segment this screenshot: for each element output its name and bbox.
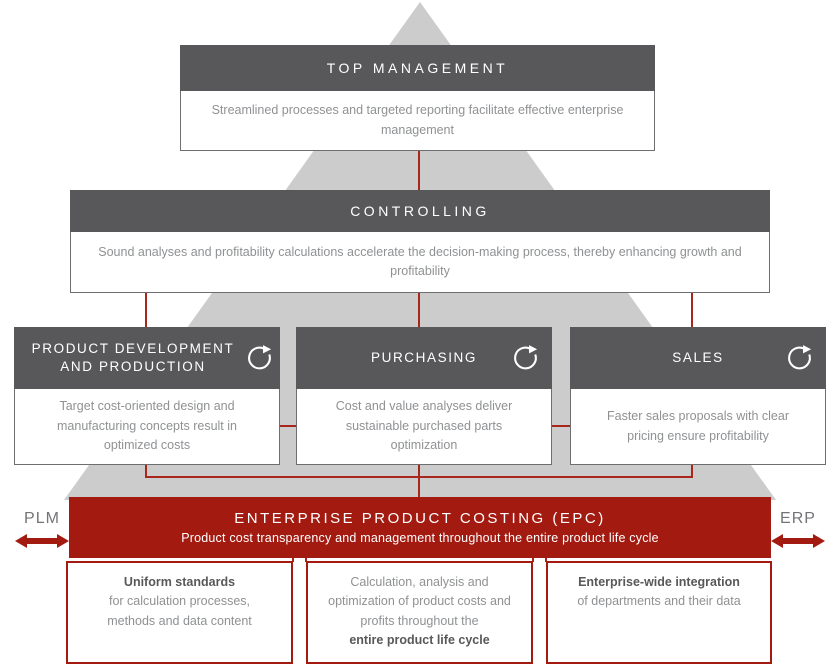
top-management-body: Streamlined processes and targeted repor…	[180, 91, 655, 151]
plm-group: PLM	[15, 510, 69, 554]
controlling-body: Sound analyses and profitability calcula…	[70, 232, 770, 293]
purchasing-body: Cost and value analyses deliver sustaina…	[296, 389, 552, 465]
product-development-section: PRODUCT DEVELOPMENT AND PRODUCTION Targe…	[14, 327, 280, 465]
sales-header: SALES	[570, 327, 826, 389]
benefit-text-pre: Calculation, analysis and optimization o…	[328, 575, 511, 628]
plm-label: PLM	[24, 510, 60, 527]
controlling-section: CONTROLLING Sound analyses and profitabi…	[70, 190, 770, 293]
connector-line	[279, 425, 298, 427]
erp-label: ERP	[780, 510, 816, 527]
benefit-enterprise-integration: Enterprise-wide integration of department…	[546, 561, 772, 664]
connector-line	[418, 151, 420, 191]
connector-line	[418, 476, 420, 498]
connector-line	[145, 293, 147, 328]
connector-line	[418, 293, 420, 328]
benefit-text-post: for calculation processes, methods and d…	[107, 594, 252, 628]
benefit-text-bold: Uniform standards	[123, 575, 236, 589]
cycle-arrow-icon	[514, 345, 538, 370]
purchasing-description: Cost and value analyses deliver sustaina…	[335, 399, 513, 453]
benefit-text-bold: entire product life cycle	[349, 633, 490, 648]
benefit-text-bold: Enterprise-wide integration	[578, 575, 740, 589]
connector-line	[145, 464, 147, 478]
sales-body: Faster sales proposals with clear pricin…	[570, 389, 826, 465]
benefit-text-post: of departments and their data	[577, 594, 741, 609]
top-management-header: TOP MANAGEMENT	[180, 45, 655, 91]
connector-line	[552, 425, 571, 427]
purchasing-title: PURCHASING	[370, 350, 477, 366]
cycle-arrow-icon	[788, 345, 812, 370]
top-management-title: TOP MANAGEMENT	[326, 60, 509, 76]
product-development-title: PRODUCT DEVELOPMENT AND PRODUCTION	[31, 341, 235, 374]
controlling-description: Sound analyses and profitability calcula…	[98, 244, 742, 278]
epc-banner-title: ENTERPRISE PRODUCT COSTING (EPC)	[234, 510, 606, 527]
top-management-description: Streamlined processes and targeted repor…	[211, 103, 624, 137]
controlling-header: CONTROLLING	[70, 190, 770, 232]
product-development-description: Target cost-oriented design and manufact…	[57, 399, 237, 453]
purchasing-section: PURCHASING Cost and value analyses deliv…	[296, 327, 552, 465]
connector-line	[691, 464, 693, 478]
sales-description: Faster sales proposals with clear pricin…	[606, 409, 790, 443]
epc-banner: ENTERPRISE PRODUCT COSTING (EPC) Product…	[69, 497, 771, 558]
connector-line	[305, 557, 307, 562]
connector-line	[691, 293, 693, 328]
double-arrow-icon	[771, 534, 825, 548]
benefit-uniform-standards: Uniform standards for calculation process…	[66, 561, 293, 664]
double-arrow-icon	[15, 534, 69, 548]
product-development-body: Target cost-oriented design and manufact…	[14, 389, 280, 465]
connector-line	[545, 557, 547, 562]
purchasing-header: PURCHASING	[296, 327, 552, 389]
top-management-section: TOP MANAGEMENT Streamlined processes and…	[180, 45, 655, 151]
cycle-arrow-icon	[248, 345, 272, 370]
epc-banner-subtitle: Product cost transparency and management…	[181, 531, 659, 545]
controlling-title: CONTROLLING	[350, 203, 490, 219]
connector-line	[418, 464, 420, 478]
erp-group: ERP	[771, 510, 825, 554]
benefit-calculation-optimization: Calculation, analysis and optimization o…	[306, 561, 533, 664]
sales-title: SALES	[672, 350, 724, 366]
connector-line	[532, 557, 534, 562]
product-development-header: PRODUCT DEVELOPMENT AND PRODUCTION	[14, 327, 280, 389]
connector-line	[292, 557, 294, 562]
sales-section: SALES Faster sales proposals with clear …	[570, 327, 826, 465]
